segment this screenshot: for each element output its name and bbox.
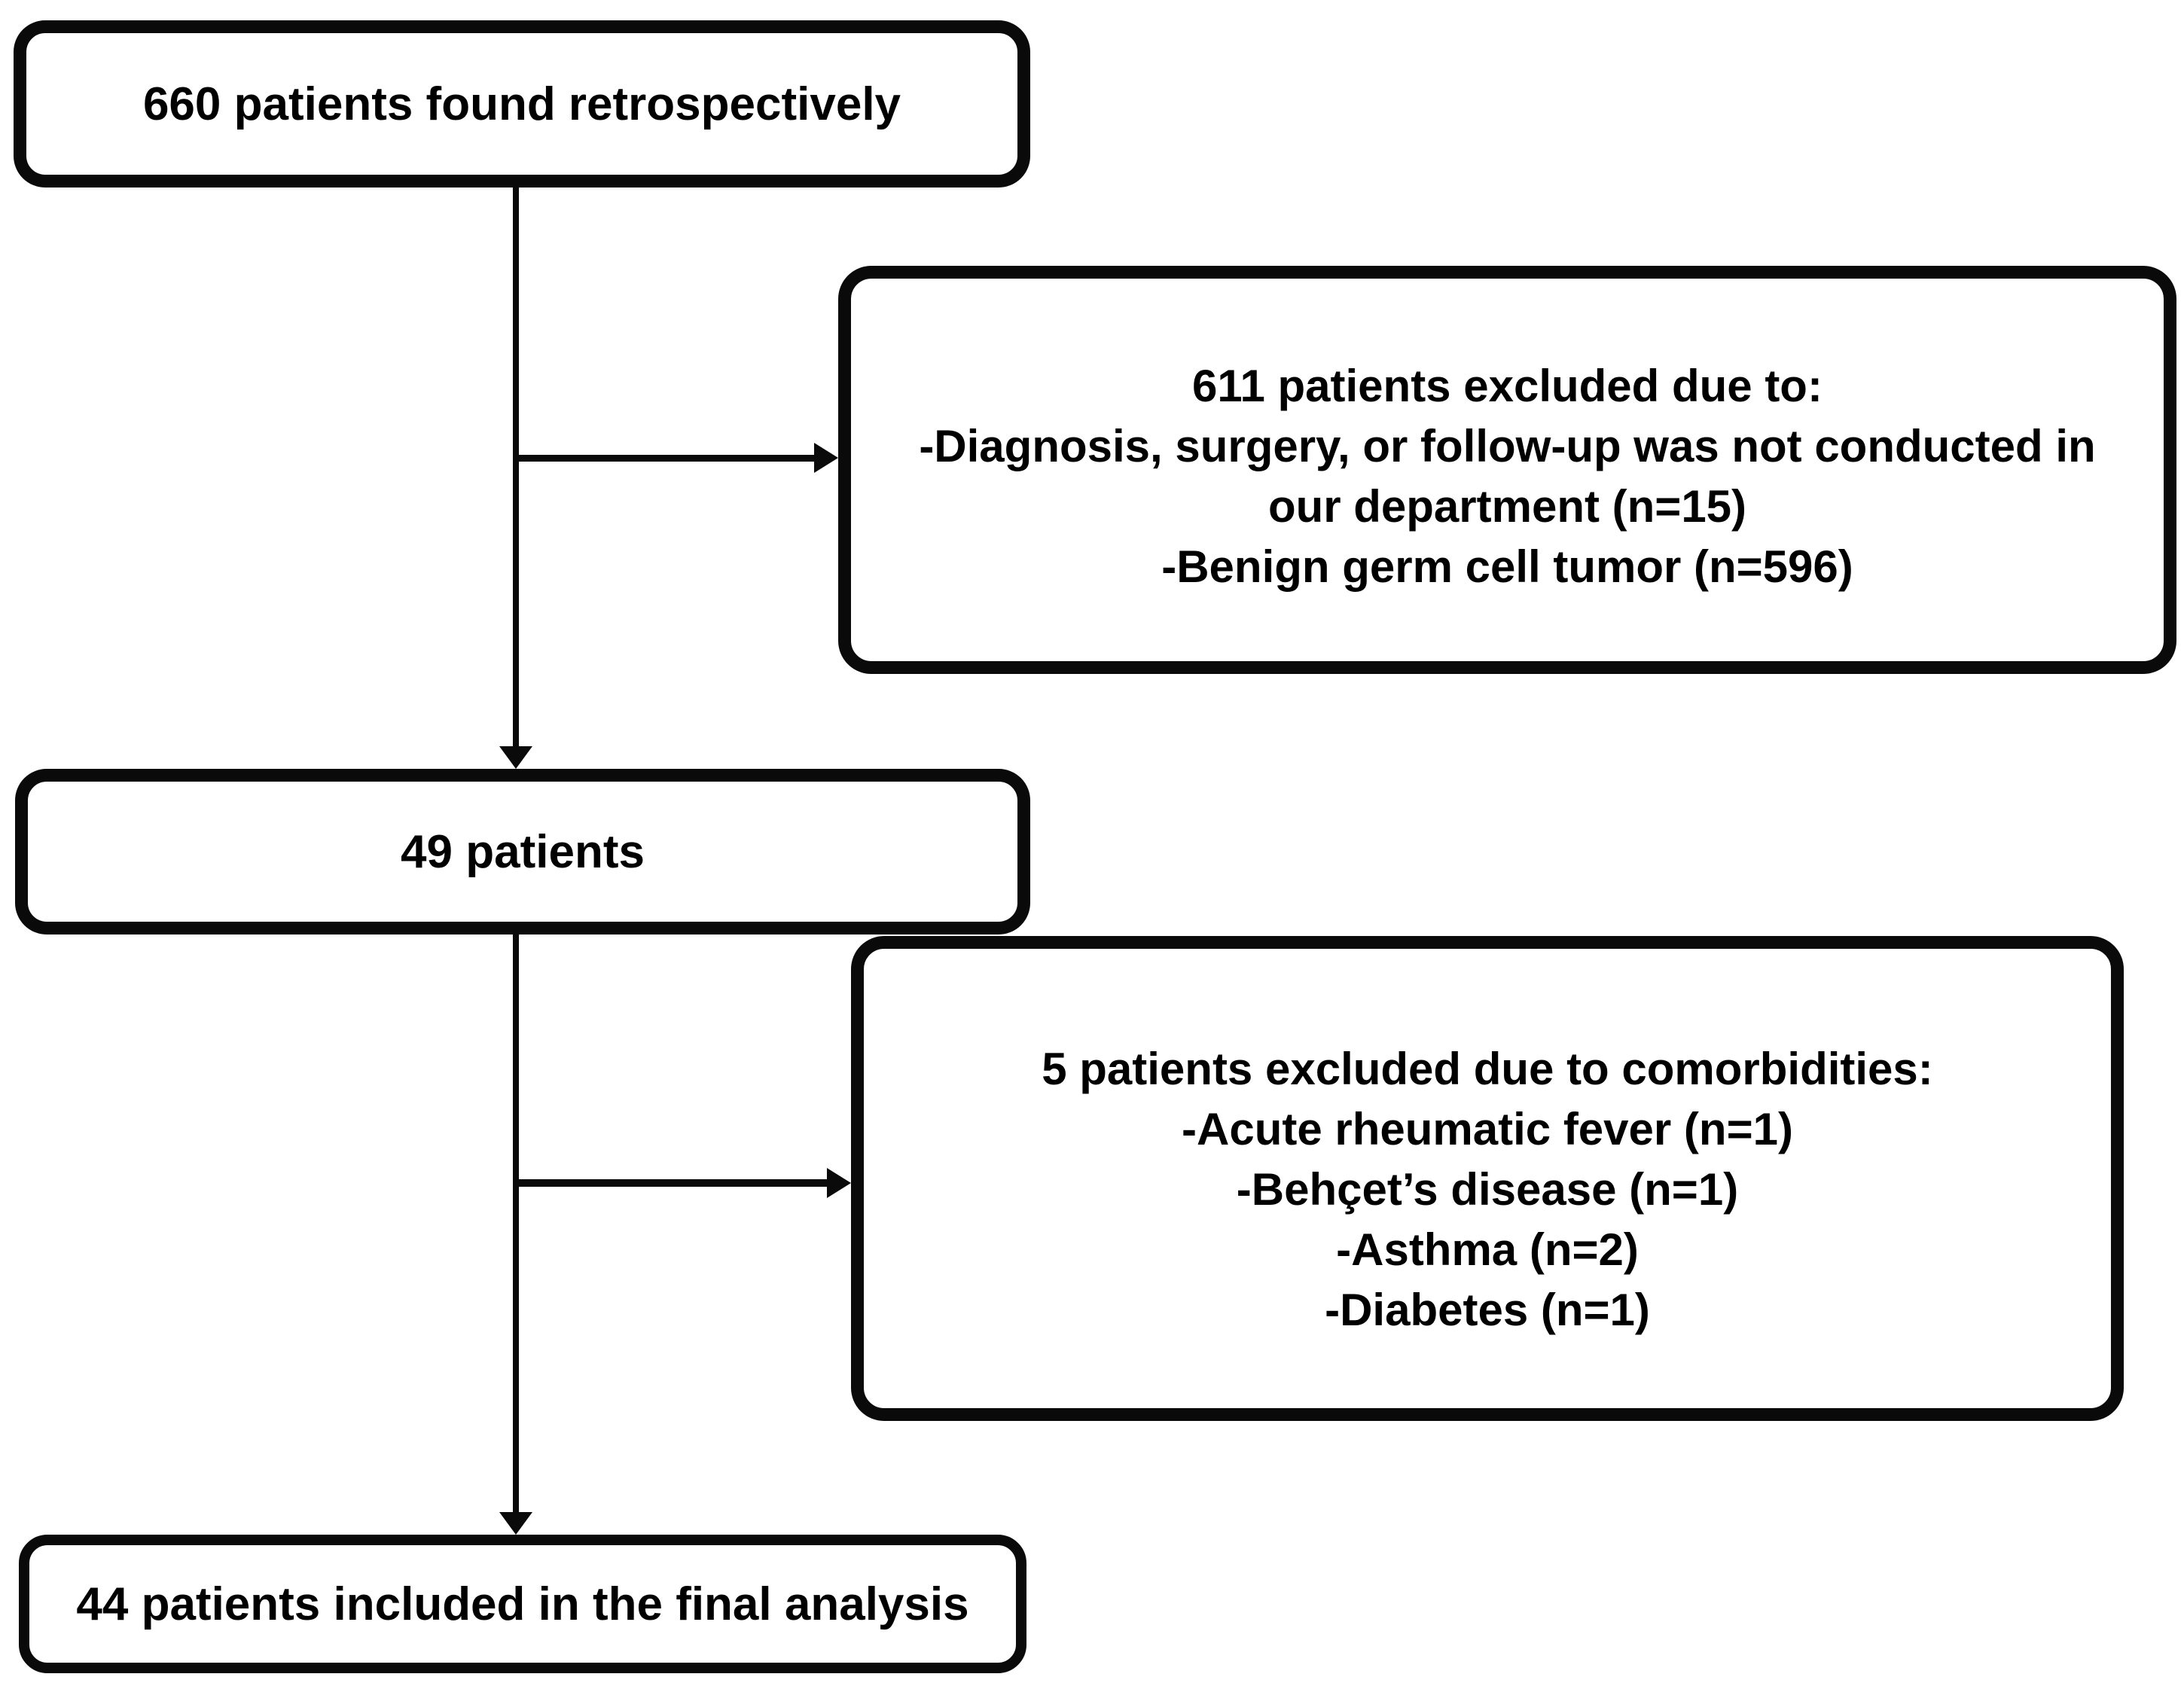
arrowhead-right-icon (827, 1168, 851, 1198)
arrowhead-down-icon (499, 746, 532, 769)
node-patients-found: 660 patients found retrospectively (14, 20, 1030, 188)
node-exclusion-1: 611 patients excluded due to: -Diagnosis… (838, 266, 2176, 674)
node-text: 49 patients (401, 825, 645, 878)
arrowhead-right-icon (814, 443, 838, 473)
node-text: 611 patients excluded due to: (1192, 361, 1823, 411)
node-text: our department (n=15) (1267, 481, 1747, 532)
node-exclusion-2: 5 patients excluded due to comorbidities… (851, 936, 2124, 1421)
node-text: -Behçet’s disease (n=1) (1236, 1164, 1739, 1215)
connector-to-exclusion-1-line (516, 455, 816, 462)
connector-source-to-cohort-line (513, 188, 519, 748)
node-text: -Diabetes (n=1) (1325, 1285, 1650, 1335)
node-final-analysis: 44 patients included in the final analys… (19, 1535, 1026, 1673)
node-text: -Acute rheumatic fever (n=1) (1182, 1104, 1793, 1154)
connector-cohort-to-final-line (513, 934, 519, 1514)
node-text: 44 patients included in the final analys… (76, 1578, 969, 1630)
node-text: -Asthma (n=2) (1336, 1224, 1639, 1275)
node-cohort-49: 49 patients (15, 769, 1030, 934)
node-text: -Diagnosis, surgery, or follow-up was no… (919, 421, 2096, 471)
arrowhead-down-icon (499, 1512, 532, 1535)
node-text: 5 patients excluded due to comorbidities… (1042, 1044, 1933, 1094)
node-text: -Benign germ cell tumor (n=596) (1161, 541, 1853, 592)
node-text: 660 patients found retrospectively (142, 78, 901, 130)
connector-to-exclusion-2-line (516, 1179, 828, 1187)
